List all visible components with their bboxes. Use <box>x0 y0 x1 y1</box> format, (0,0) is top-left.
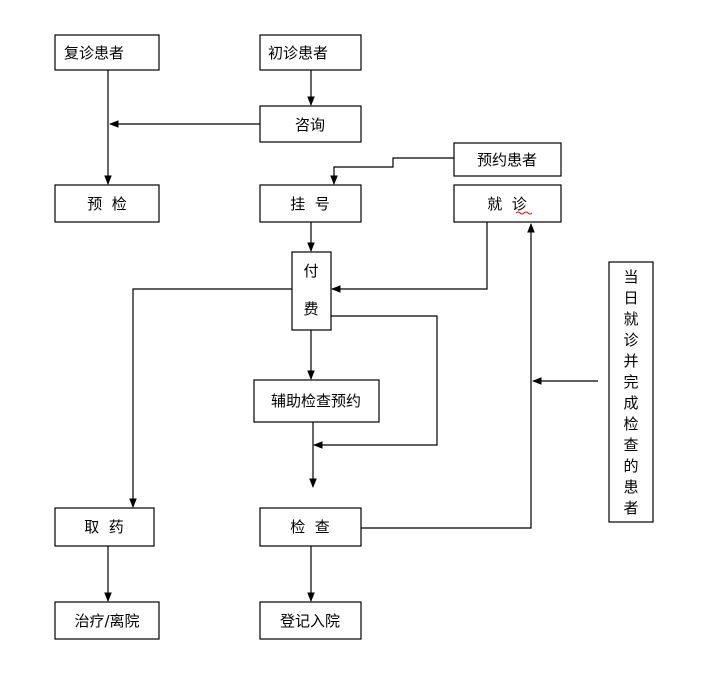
node-same-day-patient-char-11: 患 <box>623 478 638 496</box>
node-same-day-patient-char-3: 就 <box>623 310 638 328</box>
node-treatment-discharge-label: 治疗/离院 <box>74 612 139 630</box>
node-same-day-patient-char-2: 日 <box>623 289 638 307</box>
node-same-day-patient-char-12: 者 <box>623 499 638 517</box>
node-payment-label-1: 付 <box>303 262 318 280</box>
node-examination-label: 检 查 <box>290 518 330 536</box>
node-payment: 付 费 <box>291 251 332 331</box>
node-appointment-patient: 预约患者 <box>453 142 562 177</box>
node-followup-patient: 复诊患者 <box>54 34 160 71</box>
node-followup-patient-label: 复诊患者 <box>64 44 124 62</box>
node-admission-registration-label: 登记入院 <box>280 612 340 630</box>
node-pick-up-medicine-label: 取 药 <box>84 518 124 536</box>
node-first-visit-patient: 初诊患者 <box>259 34 362 71</box>
node-register: 挂 号 <box>259 184 362 223</box>
node-pick-up-medicine: 取 药 <box>54 507 155 547</box>
node-same-day-patient-char-1: 当 <box>623 268 638 286</box>
node-same-day-patient-char-8: 检 <box>623 415 638 433</box>
node-treatment-discharge: 治疗/离院 <box>54 601 160 640</box>
edge-payment-loop-to-exam <box>313 315 438 449</box>
edge-consultation-to-payment <box>331 222 488 293</box>
node-first-visit-patient-label: 初诊患者 <box>268 44 328 62</box>
node-register-label: 挂 号 <box>290 195 330 213</box>
edge-exam-to-consultation <box>361 223 535 529</box>
node-same-day-patient-char-7: 成 <box>623 394 638 412</box>
node-same-day-patient: 当 日 就 诊 并 完 成 检 查 的 患 者 <box>608 261 654 523</box>
node-aux-exam-booking: 辅助检查预约 <box>253 379 380 423</box>
node-examination: 检 查 <box>259 507 362 547</box>
node-precheck-label: 预 检 <box>87 195 127 213</box>
node-admission-registration: 登记入院 <box>259 601 362 640</box>
spellcheck-underline <box>515 211 533 215</box>
node-same-day-patient-char-4: 诊 <box>623 331 638 349</box>
node-same-day-patient-char-9: 查 <box>623 436 638 454</box>
node-payment-label-2: 费 <box>303 300 318 318</box>
node-precheck: 预 检 <box>54 184 160 223</box>
node-consultation-label: 就 诊 <box>487 195 527 213</box>
node-consultation: 就 诊 <box>453 184 562 223</box>
node-aux-exam-booking-label: 辅助检查预约 <box>271 392 361 410</box>
node-same-day-patient-char-10: 的 <box>623 457 638 475</box>
node-consult: 咨询 <box>259 105 362 143</box>
node-appointment-patient-label: 预约患者 <box>477 151 537 169</box>
node-same-day-patient-char-6: 完 <box>623 373 638 391</box>
node-consult-label: 咨询 <box>295 116 325 134</box>
edge-payment-to-pick-up-medicine <box>129 288 292 508</box>
node-same-day-patient-char-5: 并 <box>623 352 638 370</box>
edge-appointment-to-register <box>330 157 454 185</box>
